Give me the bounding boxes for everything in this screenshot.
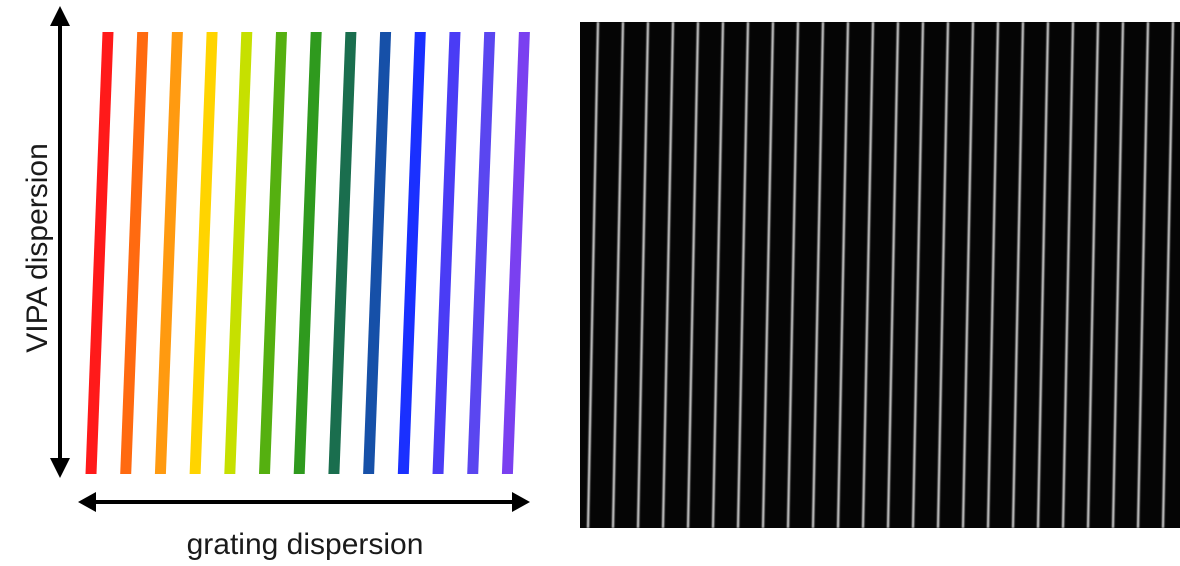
fringe-line <box>611 21 625 529</box>
spectral-stripe <box>432 32 461 474</box>
vipa-arrowhead-bottom <box>50 458 70 478</box>
spectral-stripe <box>467 32 496 474</box>
camera-image <box>580 21 1180 529</box>
fringes-group <box>586 21 1175 529</box>
fringe-line <box>861 21 875 529</box>
fringe-pattern <box>580 21 1180 529</box>
fringe-line <box>936 21 950 529</box>
spectral-stripe <box>293 32 322 474</box>
fringe-line <box>661 21 675 529</box>
spectral-stripe <box>328 32 357 474</box>
fringe-line <box>961 21 975 529</box>
stripes-group <box>85 32 530 474</box>
fringe-line <box>586 21 600 529</box>
spectral-stripe <box>363 32 392 474</box>
fringe-line <box>1111 21 1125 529</box>
fringe-line <box>1036 21 1050 529</box>
spectral-stripes-diagram <box>50 6 530 512</box>
spectral-stripe <box>501 32 530 474</box>
fringe-line <box>761 21 775 529</box>
fringe-line <box>786 21 800 529</box>
fringe-line <box>1136 21 1150 529</box>
camera-background <box>580 22 1180 528</box>
spectral-stripe <box>189 32 218 474</box>
fringe-line <box>886 21 900 529</box>
y-axis-label: VIPA dispersion <box>21 143 54 353</box>
fringe-line <box>911 21 925 529</box>
spectral-stripe <box>120 32 149 474</box>
spectral-stripe <box>397 32 426 474</box>
spectral-stripe <box>154 32 183 474</box>
fringe-line <box>1061 21 1075 529</box>
fringe-line <box>811 21 825 529</box>
fringe-line <box>1011 21 1025 529</box>
fringe-line <box>636 21 650 529</box>
fringe-line <box>736 21 750 529</box>
fringe-line <box>711 21 725 529</box>
fringe-line <box>686 21 700 529</box>
grating-arrowhead-left <box>78 492 96 512</box>
vipa-arrowhead-top <box>50 6 70 26</box>
fringe-line <box>1086 21 1100 529</box>
fringe-line <box>1161 21 1175 529</box>
spectral-stripe <box>259 32 287 474</box>
fringe-line <box>836 21 850 529</box>
x-axis-label: grating dispersion <box>186 528 424 561</box>
grating-arrowhead-right <box>512 492 530 512</box>
spectral-stripe <box>85 32 114 474</box>
spectral-stripe <box>224 32 253 474</box>
fringe-line <box>986 21 1000 529</box>
